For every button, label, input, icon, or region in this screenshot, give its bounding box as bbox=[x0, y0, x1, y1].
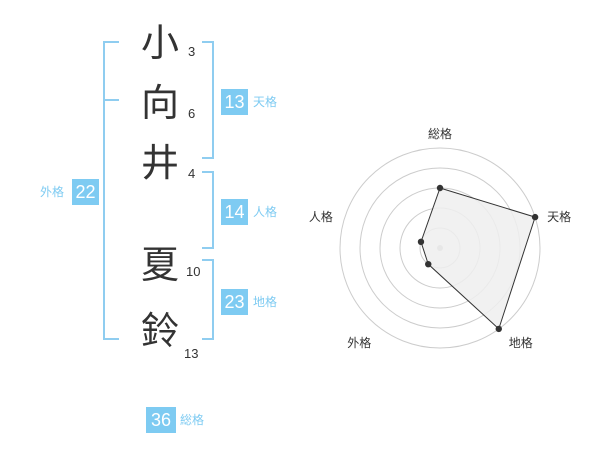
radar-axis-label: 地格 bbox=[509, 335, 533, 350]
chikaku-value: 23 bbox=[221, 289, 248, 315]
name-char-4: 夏 bbox=[140, 243, 179, 287]
radar-series bbox=[417, 184, 539, 333]
gaikaku-value: 22 bbox=[72, 179, 99, 205]
jinkaku-bracket-top bbox=[202, 171, 214, 173]
stroke-count-5: 13 bbox=[184, 346, 199, 361]
chikaku-bracket-top bbox=[202, 259, 214, 261]
radar-point bbox=[531, 213, 539, 221]
tenkaku-value: 13 bbox=[221, 89, 248, 115]
name-char-2: 向 bbox=[140, 81, 179, 125]
jinkaku-value: 14 bbox=[221, 199, 248, 225]
stroke-count-1: 3 bbox=[188, 44, 196, 59]
tenkaku-label: 天格 bbox=[253, 95, 278, 109]
soukaku-label: 総格 bbox=[180, 413, 205, 427]
radar-axis-label: 外格 bbox=[347, 335, 371, 350]
radar-point bbox=[436, 184, 444, 192]
radar-point bbox=[495, 325, 502, 333]
name-char-3: 井 bbox=[140, 141, 179, 185]
gaikaku-bracket-top bbox=[103, 41, 119, 43]
gaikaku-bracket-line bbox=[103, 41, 105, 340]
radar-axis-label: 人格 bbox=[309, 209, 333, 224]
chikaku-label: 地格 bbox=[253, 295, 278, 309]
name-char-1: 小 bbox=[140, 21, 179, 65]
soukaku-value: 36 bbox=[146, 407, 176, 433]
tenkaku-bracket-line bbox=[212, 41, 214, 159]
radar-point bbox=[425, 260, 432, 268]
gaikaku-bracket-bottom bbox=[103, 338, 119, 340]
stroke-count-3: 4 bbox=[188, 166, 196, 181]
tenkaku-bracket-bottom bbox=[202, 157, 214, 159]
name-char-5: 鈴 bbox=[140, 309, 179, 353]
stroke-count-2: 6 bbox=[188, 106, 196, 121]
jinkaku-bracket-line bbox=[212, 171, 214, 249]
radar-point bbox=[417, 238, 425, 246]
gaikaku-label: 外格 bbox=[40, 185, 65, 199]
stroke-count-4: 10 bbox=[186, 264, 201, 279]
radar-polygon bbox=[420, 187, 536, 330]
gaikaku-bracket-tick bbox=[103, 99, 119, 101]
jinkaku-label: 人格 bbox=[253, 205, 278, 219]
jinkaku-bracket-bottom bbox=[202, 247, 214, 249]
chikaku-bracket-bottom bbox=[202, 338, 214, 340]
radar-axis-label: 天格 bbox=[547, 209, 571, 224]
chikaku-bracket-line bbox=[212, 259, 214, 340]
radar-ring bbox=[339, 147, 541, 349]
radar-axis-label: 総格 bbox=[428, 126, 452, 141]
tenkaku-bracket-top bbox=[202, 41, 214, 43]
